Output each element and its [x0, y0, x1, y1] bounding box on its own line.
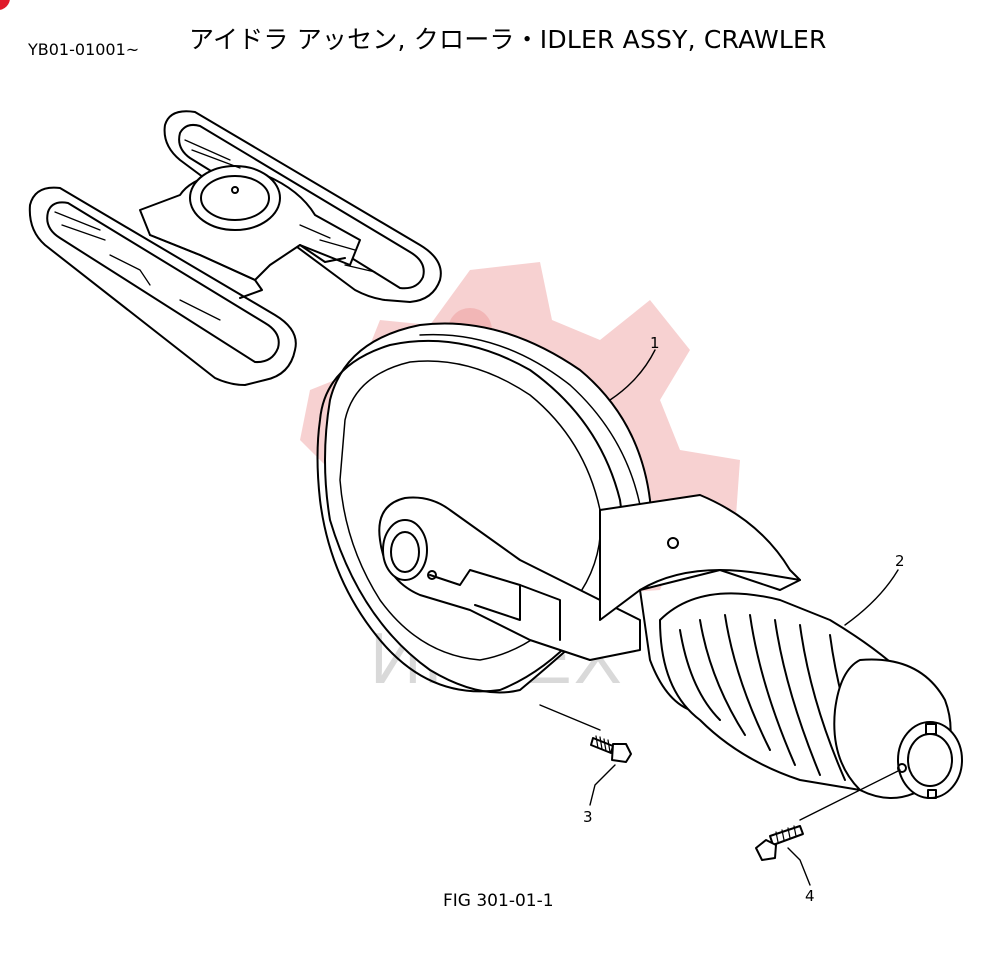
callout-label-1: 1	[650, 334, 660, 352]
page-title: アイドラ アッセン, クローラ・IDLER ASSY, CRAWLER	[189, 25, 827, 54]
figure-caption: FIG 301-01-1	[443, 891, 554, 911]
bolt-4	[755, 825, 804, 861]
leader-lines	[539, 349, 901, 886]
bolt-3	[590, 735, 632, 763]
callout-label-3: 3	[583, 808, 593, 826]
serial-range: YB01-01001~	[28, 40, 140, 59]
corner-badge	[0, 0, 10, 10]
end-cap	[833, 658, 963, 799]
callout-label-2: 2	[895, 552, 905, 570]
idler-yoke-frame	[28, 110, 442, 386]
callout-label-4: 4	[805, 887, 815, 905]
idler-bracket-arm	[378, 496, 641, 661]
recoil-spring-housing	[599, 494, 801, 711]
